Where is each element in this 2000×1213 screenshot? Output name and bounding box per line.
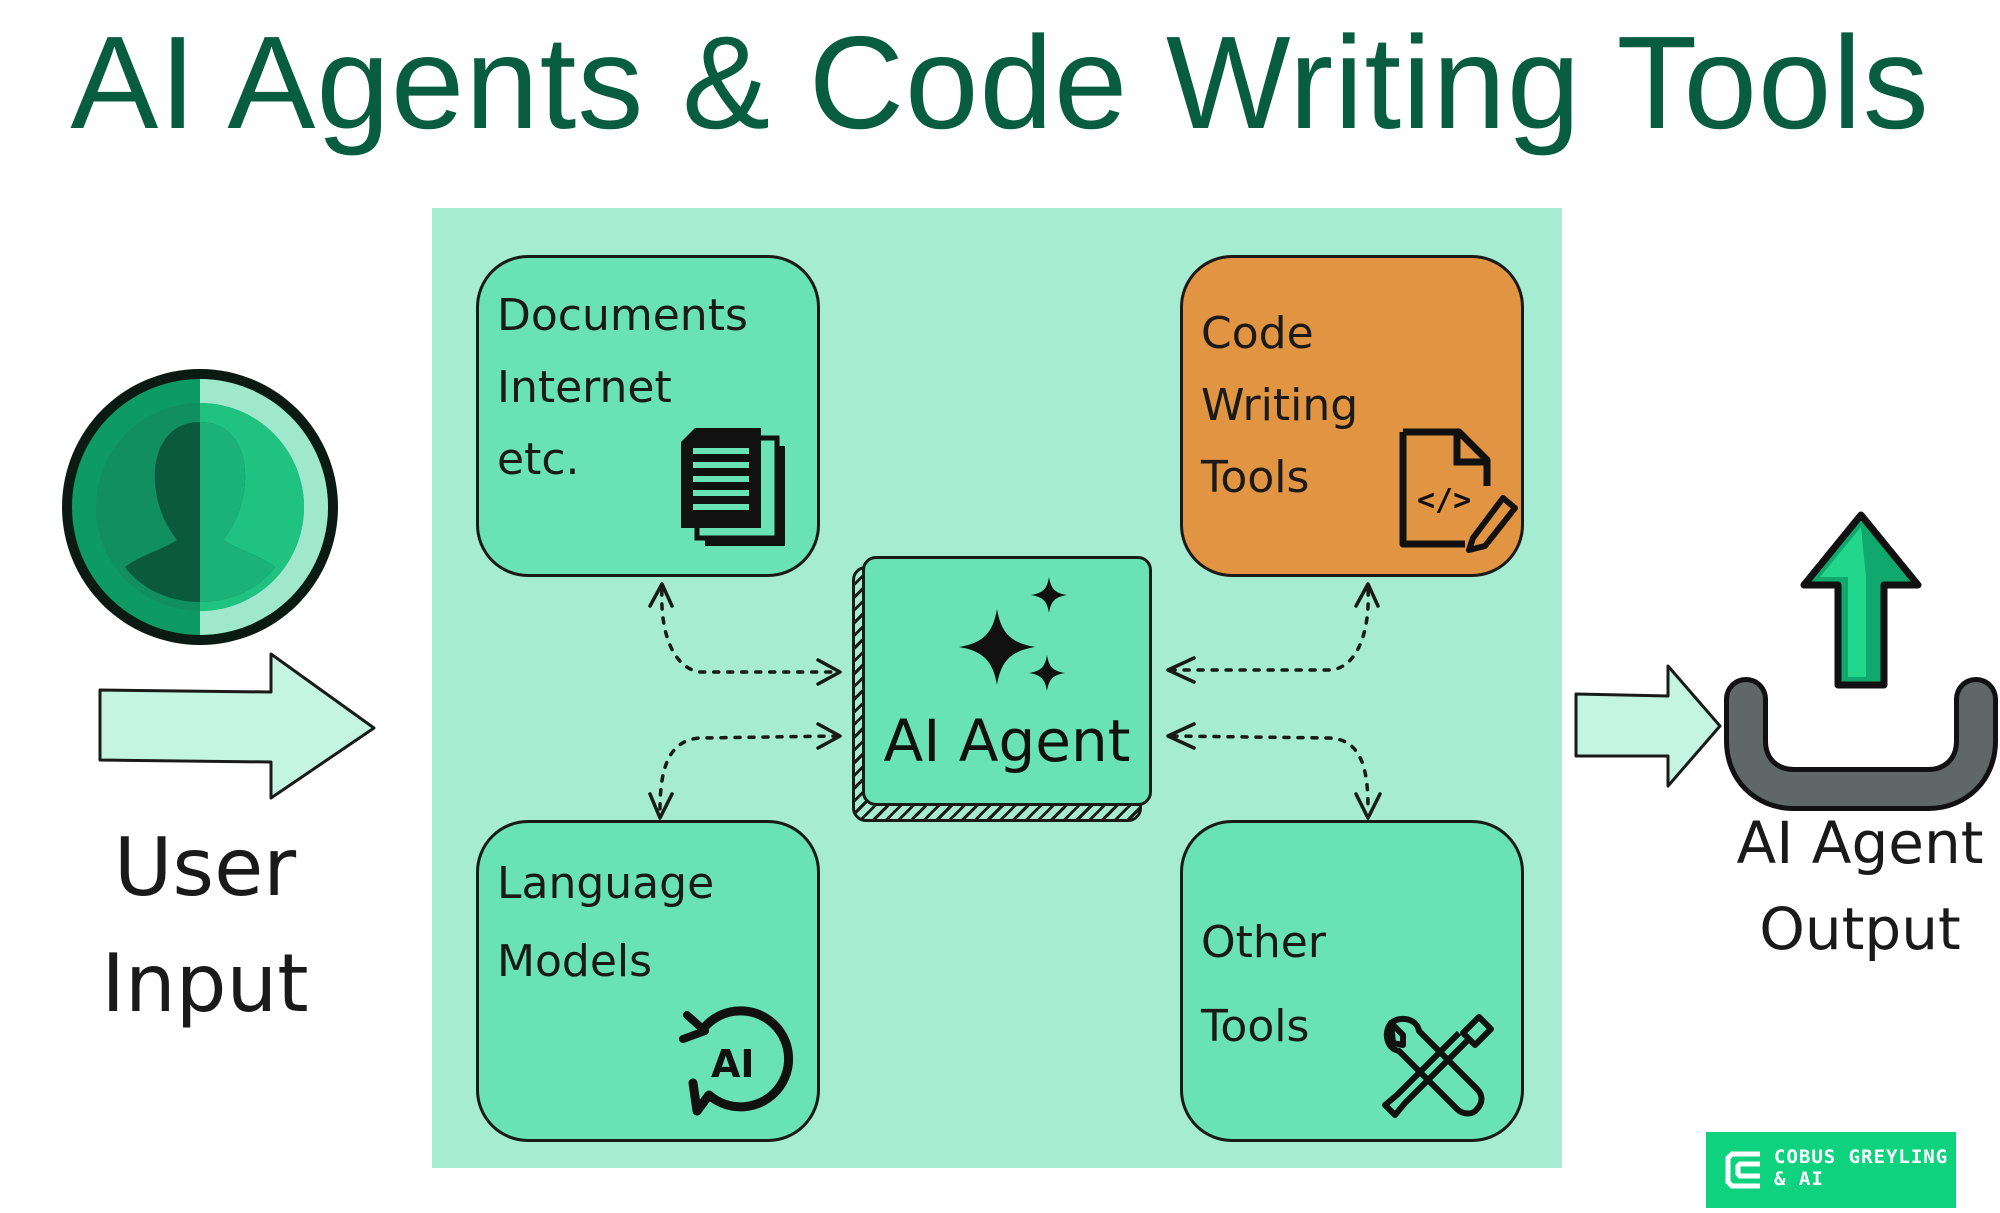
sparkle-icon xyxy=(959,577,1067,691)
upload-icon xyxy=(1724,511,1998,811)
brand-logo: COBUS GREYLING & AI xyxy=(1706,1132,1956,1208)
page-title: AI Agents & Code Writing Tools xyxy=(70,9,1930,156)
code-writing-tools-box: Code Writing Tools </> xyxy=(1180,255,1524,577)
wrench-screwdriver-icon xyxy=(1382,1014,1494,1118)
output-label: AI Agent Output xyxy=(1736,809,1984,963)
logo-text: COBUS GREYLING & AI xyxy=(1774,1146,1949,1190)
user-avatar-icon xyxy=(62,369,338,645)
documents-box: Documents Internet etc. xyxy=(476,255,820,577)
documents-icon xyxy=(681,428,785,546)
documents-box-label: Documents Internet etc. xyxy=(497,290,748,485)
language-box-label: Language Models xyxy=(497,858,715,987)
other-box-label: Other Tools xyxy=(1201,917,1326,1052)
other-tools-box: Other Tools xyxy=(1180,820,1524,1142)
user-input-label: User Input xyxy=(101,821,309,1030)
ai-agent-label: AI Agent xyxy=(883,707,1131,775)
code-file-edit-icon: </> xyxy=(1399,428,1518,553)
ai-agent-box: AI Agent xyxy=(862,556,1152,806)
ai-refresh-icon: AI xyxy=(679,1006,794,1116)
output-arrow xyxy=(1574,664,1722,788)
svg-text:</>: </> xyxy=(1417,483,1471,518)
svg-text:AI: AI xyxy=(711,1042,755,1086)
input-arrow xyxy=(98,652,376,800)
language-models-box: Language Models AI xyxy=(476,820,820,1142)
code-box-label: Code Writing Tools xyxy=(1201,308,1359,503)
logo-mark-icon xyxy=(1725,1151,1760,1189)
